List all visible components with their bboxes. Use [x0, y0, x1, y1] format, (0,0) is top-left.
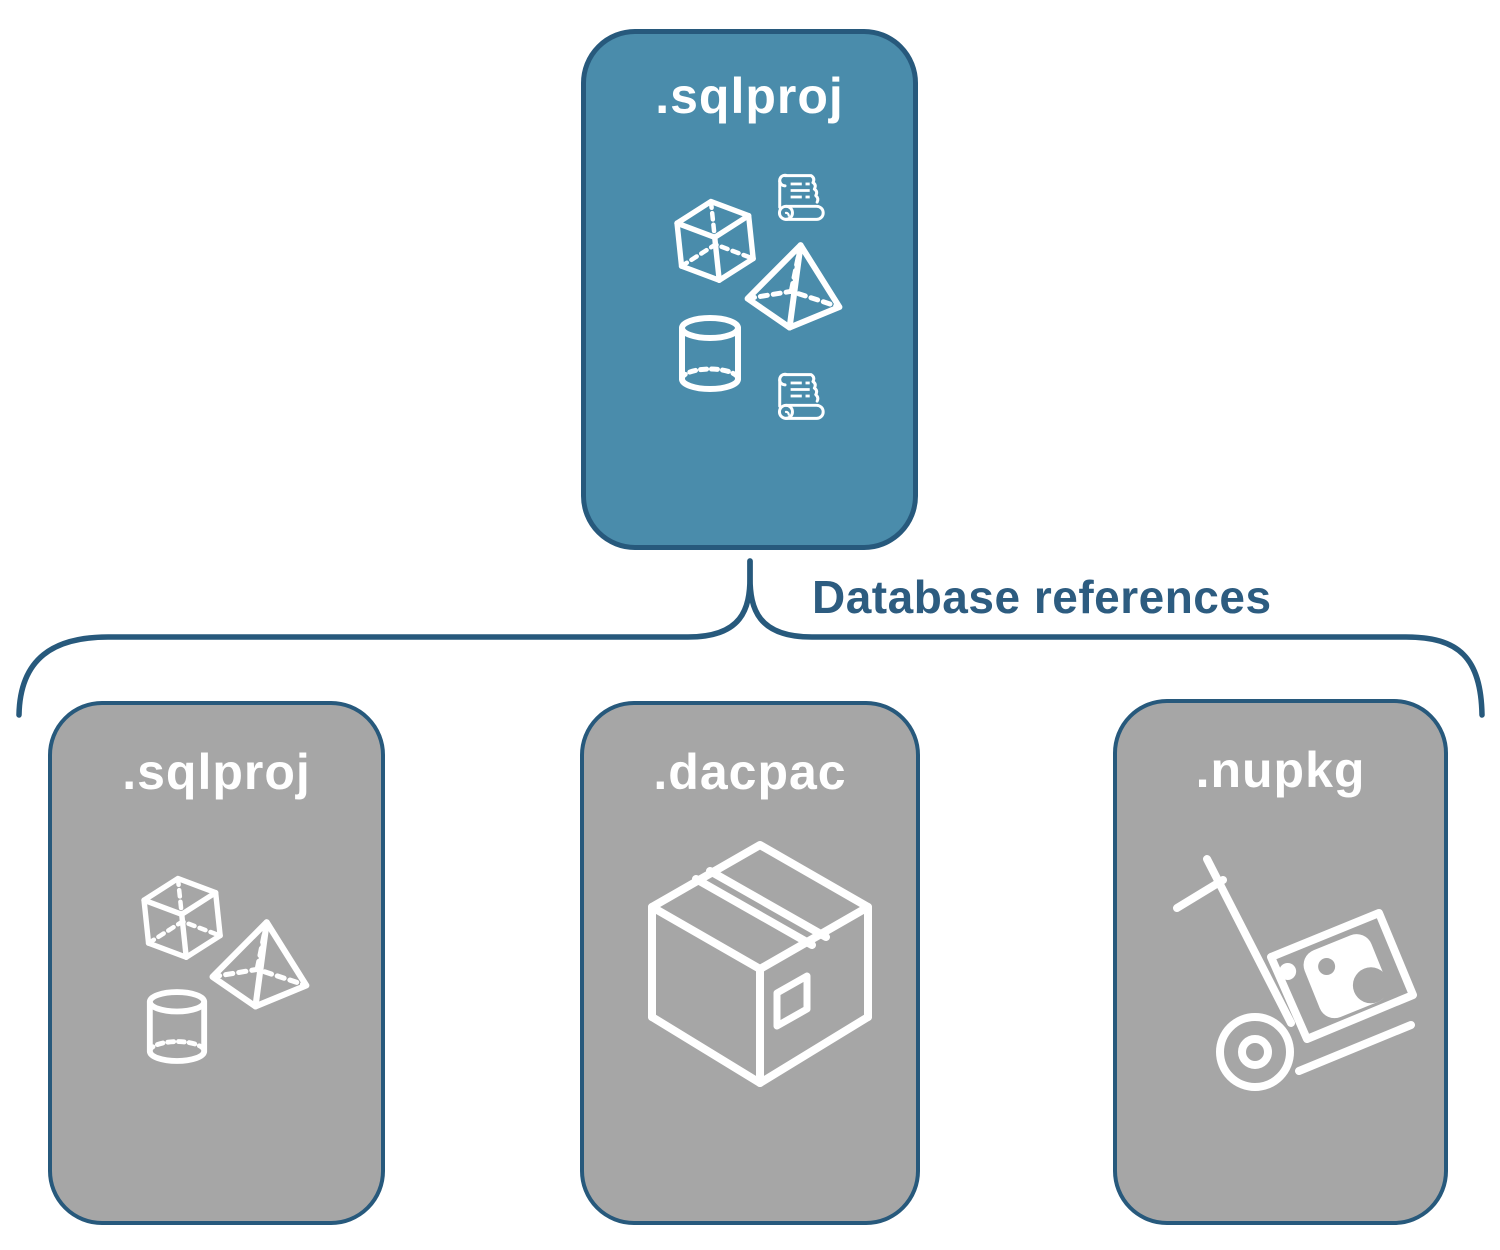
package-box-icon	[648, 841, 872, 1087]
cube-icon	[141, 875, 223, 960]
cylinder-icon	[679, 315, 741, 392]
card-label: .sqlproj	[122, 744, 311, 800]
cube-icon	[674, 198, 756, 283]
script-icon	[777, 372, 825, 420]
card-sqlproj: .sqlproj	[48, 701, 385, 1225]
connector-label: Database references	[812, 571, 1272, 623]
card-label: .dacpac	[653, 744, 847, 800]
card-nupkg: .nupkg	[1113, 699, 1448, 1225]
root-card-sqlproj: .sqlproj	[581, 29, 918, 550]
cylinder-icon	[146, 989, 208, 1064]
card-dacpac: .dacpac	[580, 701, 920, 1225]
nuget-logo	[1279, 934, 1389, 1019]
script-icon	[777, 173, 825, 221]
hand-truck-icon	[1173, 855, 1417, 1091]
root-card-label: .sqlproj	[655, 68, 844, 124]
card-label: .nupkg	[1195, 742, 1366, 798]
pyramid-icon	[744, 242, 843, 331]
pyramid-icon	[209, 919, 310, 1010]
